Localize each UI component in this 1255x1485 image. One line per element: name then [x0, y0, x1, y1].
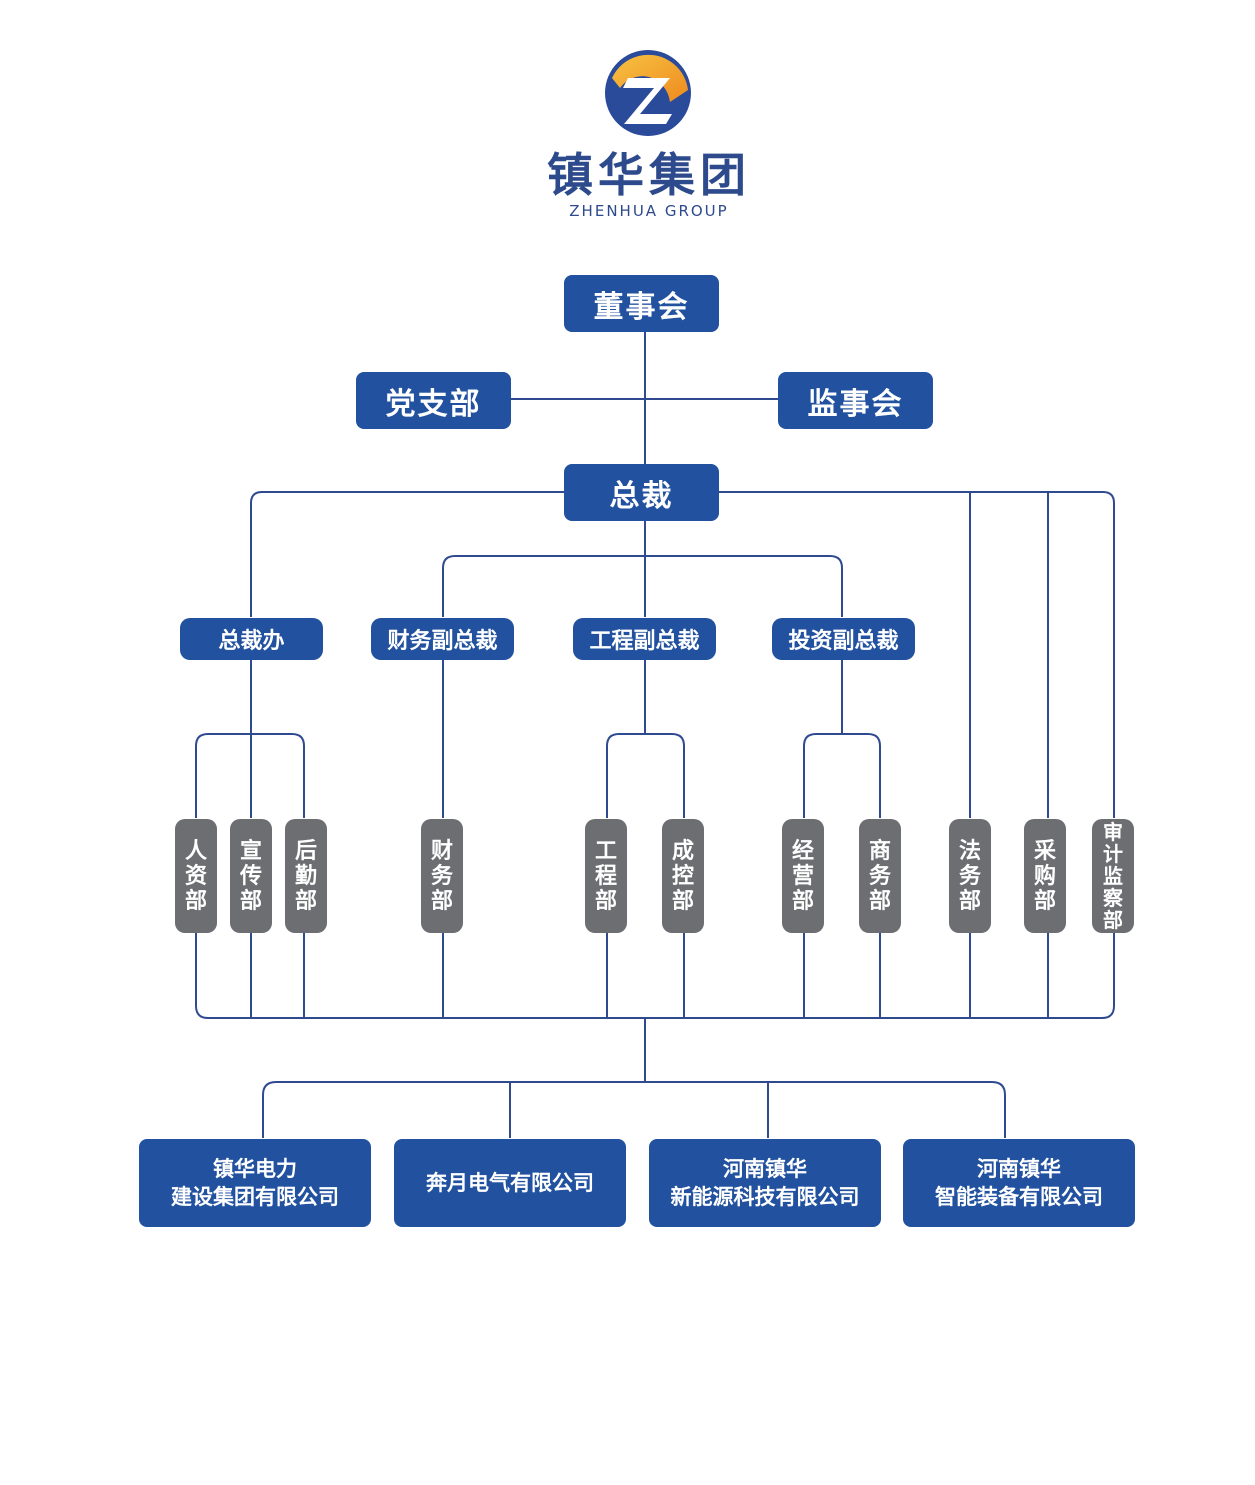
zhenhua-logo-icon [605, 50, 691, 136]
company-benyue-electric: 奔月电气有限公司 [394, 1139, 626, 1227]
dept-label: 经营部 [792, 838, 815, 914]
company-smart-equipment: 河南镇华 智能装备有限公司 [903, 1139, 1135, 1227]
board-box: 董事会 [564, 275, 719, 332]
board-label: 董事会 [593, 289, 690, 325]
company-new-energy: 河南镇华 新能源科技有限公司 [649, 1139, 881, 1227]
company-line1: 奔月电气有限公司 [426, 1171, 594, 1195]
company-line1: 镇华电力 [213, 1157, 297, 1181]
vice-label: 投资副总裁 [788, 629, 899, 654]
dept-publicity: 宣传部 [230, 819, 272, 933]
dept-finance: 财务部 [421, 819, 463, 933]
investment-vp-box: 投资副总裁 [772, 618, 915, 660]
line-company-bracket [262, 1081, 1006, 1138]
dept-operations: 经营部 [782, 819, 824, 933]
vice-label: 财务副总裁 [387, 629, 498, 654]
dept-label: 后勤部 [295, 838, 318, 914]
line-investment-bracket [803, 733, 881, 818]
company-electric-construction: 镇华电力 建设集团有限公司 [139, 1139, 371, 1227]
line-vice-bracket [442, 555, 843, 617]
line-office-bracket [195, 733, 305, 818]
dept-label: 商务部 [869, 838, 892, 914]
supervisory-board-box: 监事会 [778, 372, 933, 429]
line-president-right [719, 491, 1115, 818]
dept-label: 采购部 [1034, 838, 1057, 914]
dept-engineering: 工程部 [585, 819, 627, 933]
dept-legal: 法务部 [949, 819, 991, 933]
company-line2: 智能装备有限公司 [935, 1185, 1103, 1209]
engineering-vp-box: 工程副总裁 [573, 618, 716, 660]
dept-business: 商务部 [859, 819, 901, 933]
company-line2: 新能源科技有限公司 [670, 1185, 860, 1209]
party-branch-box: 党支部 [356, 372, 511, 429]
dept-label: 成控部 [672, 838, 695, 914]
finance-vp-box: 财务副总裁 [371, 618, 514, 660]
president-label: 总裁 [609, 478, 674, 514]
dept-label: 人资部 [185, 838, 208, 914]
line-dept-bus [195, 933, 1115, 1019]
line-dept-drops [250, 933, 1049, 1018]
supervisory-board-label: 监事会 [807, 386, 904, 422]
company-line2: 建设集团有限公司 [171, 1185, 339, 1209]
party-branch-label: 党支部 [385, 386, 482, 422]
line-engineering-bracket [606, 733, 685, 818]
vice-label: 总裁办 [218, 629, 285, 654]
company-line1: 河南镇华 [977, 1157, 1061, 1181]
dept-hr: 人资部 [175, 819, 217, 933]
dept-label: 工程部 [595, 838, 618, 914]
president-box: 总裁 [564, 464, 719, 521]
dept-label: 宣传部 [240, 838, 263, 914]
line-president-left [250, 491, 565, 617]
brand-name-en: ZHENHUA GROUP [569, 202, 729, 220]
vice-label: 工程副总裁 [589, 629, 700, 654]
company-line1: 河南镇华 [723, 1157, 807, 1181]
brand-name-cn: 镇华集团 [547, 148, 751, 202]
dept-audit: 审计监察部 [1092, 819, 1134, 933]
dept-label: 审计监察部 [1103, 820, 1123, 932]
president-office-box: 总裁办 [180, 618, 323, 660]
dept-purchasing: 采购部 [1024, 819, 1066, 933]
dept-logistics: 后勤部 [285, 819, 327, 933]
line-company-drops [509, 1082, 769, 1138]
dept-cost-control: 成控部 [662, 819, 704, 933]
dept-label: 财务部 [431, 838, 454, 914]
dept-label: 法务部 [959, 838, 982, 914]
